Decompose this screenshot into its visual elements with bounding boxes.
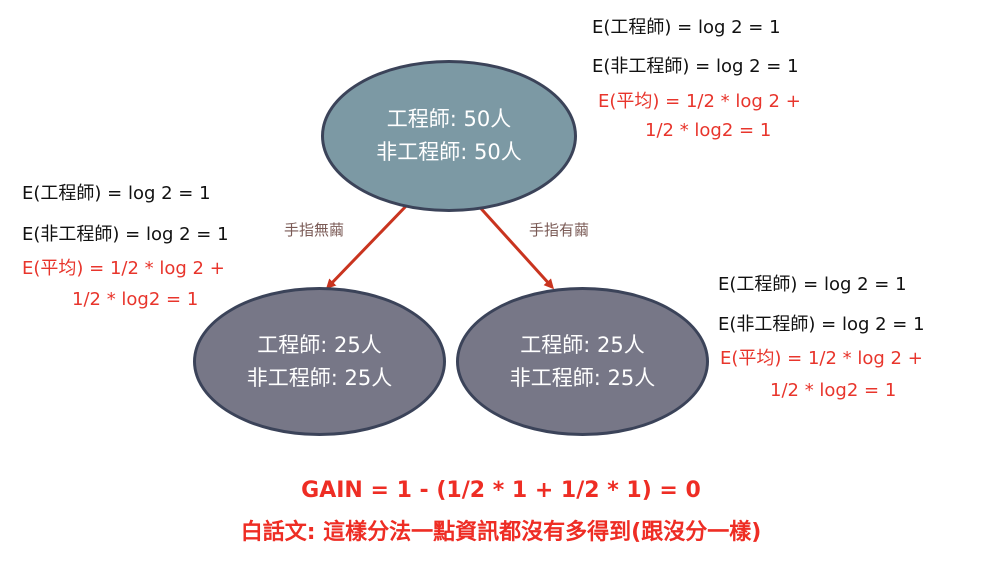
left-entropy-non-engineer: E(非工程師) = log 2 = 1 [22,224,229,245]
right-entropy-engineer: E(工程師) = log 2 = 1 [718,274,907,295]
left-split-arrow [325,201,411,290]
right-entropy-non-engineer: E(非工程師) = log 2 = 1 [718,314,925,335]
left-child-line1: 工程師: 25人 [257,332,382,357]
right-child-line1: 工程師: 25人 [520,332,645,357]
right-child-line2: 非工程師: 25人 [509,365,656,390]
left-child-line2: 非工程師: 25人 [246,365,393,390]
left-edge-label: 手指無繭 [284,221,345,239]
root-node-line2: 非工程師: 50人 [376,140,522,164]
gain-formula: GAIN = 1 - (1/2 * 1 + 1/2 * 1) = 0 [301,478,701,503]
root-entropy-engineer: E(工程師) = log 2 = 1 [592,17,781,38]
root-node: 工程師: 50人 非工程師: 50人 [321,60,577,212]
root-entropy-average-line1: E(平均) = 1/2 * log 2 + [598,91,801,112]
left-entropy-average-line2: 1/2 * log2 = 1 [72,289,199,310]
left-entropy-average-line1: E(平均) = 1/2 * log 2 + [22,258,225,279]
left-child-node: 工程師: 25人 非工程師: 25人 [193,287,446,436]
right-edge-label: 手指有繭 [529,221,590,239]
root-entropy-non-engineer: E(非工程師) = log 2 = 1 [592,56,799,77]
right-child-node: 工程師: 25人 非工程師: 25人 [456,287,709,436]
root-entropy-average-line2: 1/2 * log2 = 1 [645,120,772,141]
right-entropy-average-line2: 1/2 * log2 = 1 [770,380,897,401]
left-entropy-engineer: E(工程師) = log 2 = 1 [22,183,211,204]
right-entropy-average-line1: E(平均) = 1/2 * log 2 + [720,348,923,369]
root-node-line1: 工程師: 50人 [386,107,512,132]
plain-language-summary: 白話文: 這樣分法一點資訊都沒有多得到(跟沒分一樣) [240,520,762,545]
right-split-arrow [474,201,555,290]
